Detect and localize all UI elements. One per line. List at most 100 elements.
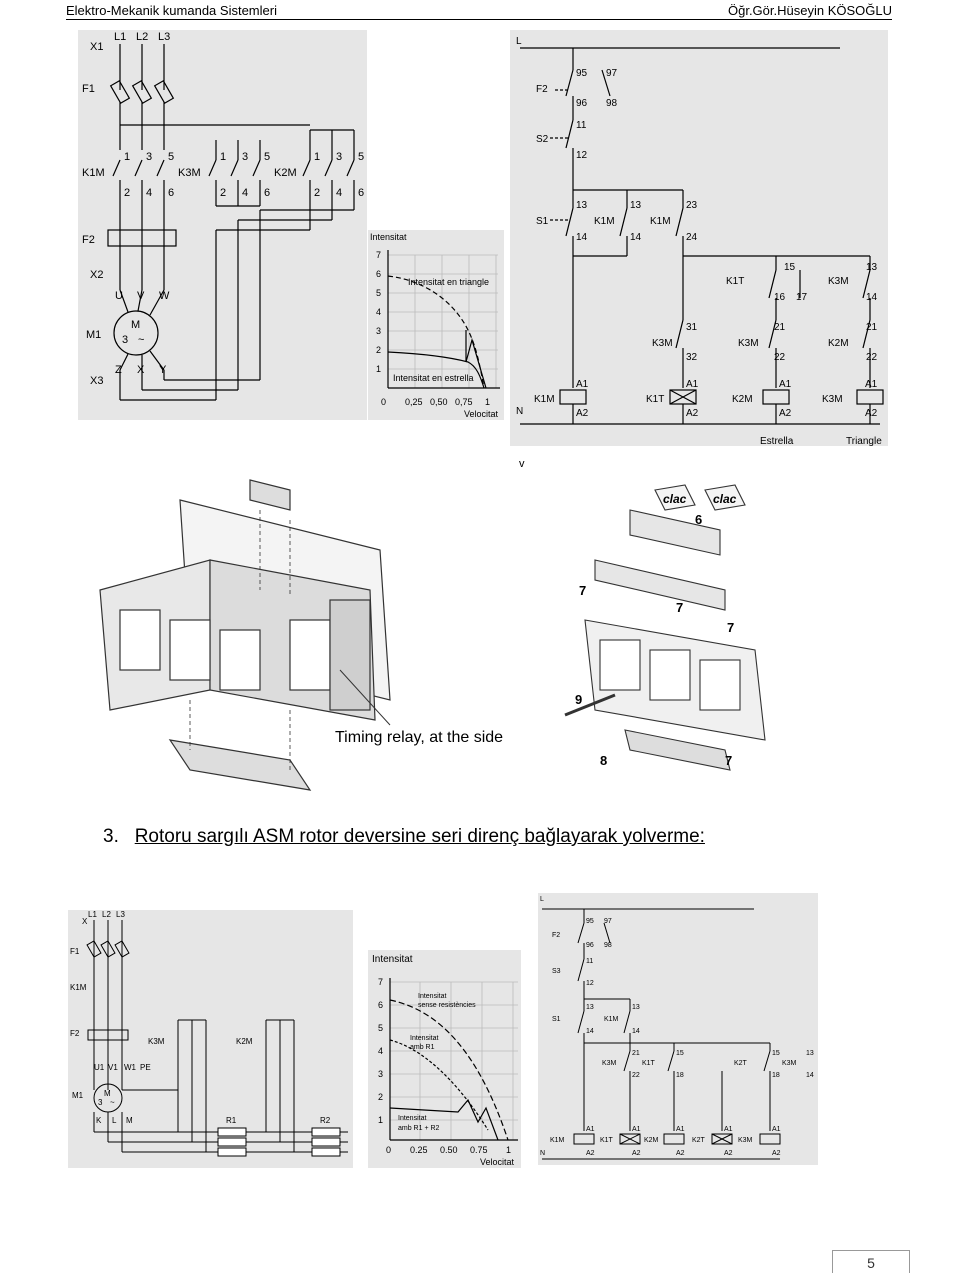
ytick-6: 6 — [376, 269, 381, 279]
bp-r2: R2 — [320, 1116, 331, 1125]
term-x: X — [137, 364, 145, 376]
term-z: Z — [115, 364, 122, 376]
bg-y6: 6 — [378, 1000, 383, 1010]
k1m-c13: 13 — [630, 200, 642, 211]
k1m-t5: 5 — [168, 151, 174, 163]
bg-label-sense-1: Intensitat — [418, 993, 446, 1000]
bp-l1: L1 — [88, 910, 97, 919]
c95: 95 — [576, 68, 588, 79]
c98: 98 — [606, 98, 618, 109]
bp-k1m: K1M — [70, 983, 87, 992]
phase-l3: L3 — [158, 31, 170, 43]
step-7b: 7 — [676, 600, 683, 615]
coil-k3m: K3M — [822, 394, 843, 405]
xtick-050: 0,50 — [430, 397, 448, 407]
label-k3m: K3M — [178, 167, 201, 179]
bc-k2m-a2: A2 — [676, 1150, 685, 1157]
ytick-3: 3 — [376, 326, 381, 336]
c22b: 22 — [866, 352, 878, 363]
bg-label-r12-1: Intensitat — [398, 1115, 426, 1122]
bc-coil-k2t: K2T — [692, 1137, 706, 1144]
bc-k3m-a2: A2 — [772, 1150, 781, 1157]
ctrl-n: N — [516, 406, 523, 417]
c17: 17 — [796, 292, 808, 303]
label-x3: X3 — [90, 375, 103, 387]
bg-label-r12-2: amb R1 + R2 — [398, 1125, 440, 1132]
bp-motor-ac: ~ — [110, 1098, 115, 1107]
motor-m: M — [131, 319, 140, 331]
bc-coil-k1m: K1M — [550, 1137, 565, 1144]
ctrl-l: L — [516, 36, 522, 47]
header-title: Elektro-Mekanik kumanda Sistemleri — [66, 3, 277, 18]
c21a: 21 — [774, 322, 786, 333]
k1m-t1: 1 — [124, 151, 130, 163]
k2m-a2: A2 — [779, 408, 792, 419]
term-w: W — [159, 290, 170, 302]
step-7a: 7 — [579, 583, 586, 598]
motor-phases: 3 — [122, 334, 128, 346]
bp-x: X — [82, 917, 88, 926]
bc-k1t-a2: A2 — [632, 1150, 641, 1157]
ctrl-f2: F2 — [536, 84, 548, 95]
clac-2: clac — [713, 492, 737, 506]
section-title: Rotoru sargılı ASM rotor deversine seri … — [134, 826, 705, 847]
phase-l1: L1 — [114, 31, 126, 43]
bg-label-r1-1: Intensitat — [410, 1035, 438, 1042]
term-v: V — [137, 290, 145, 302]
c23: 23 — [686, 200, 698, 211]
xtick-1: 1 — [485, 397, 490, 407]
k3m-t2: 2 — [220, 187, 226, 199]
bc-k2t-contact: K2T — [734, 1060, 748, 1067]
k2m-t5: 5 — [358, 151, 364, 163]
step-8: 8 — [600, 753, 607, 768]
bc-k1m-hold: K1M — [604, 1016, 619, 1023]
bc-coil-k1t: K1T — [600, 1137, 614, 1144]
star-delta-power-circuit: L1 L2 L3 X1 F1 K1M K3M K2M F2 X2 M1 X3 M… — [78, 30, 367, 420]
c12: 12 — [576, 150, 588, 161]
bc-k2t-a1: A1 — [724, 1126, 733, 1133]
rotor-resistance-control-circuit: L N F2 S3 S1 95 97 96 98 11 12 13 14 13 … — [538, 893, 818, 1165]
bc-k1m-a2: A2 — [586, 1150, 595, 1157]
section-heading: 3. Rotoru sargılı ASM rotor deversine se… — [103, 826, 705, 848]
bc-k1m-a1: A1 — [586, 1126, 595, 1133]
bc-s1-14: 14 — [586, 1028, 594, 1035]
page-number: 5 — [832, 1250, 910, 1273]
bc-k3m-a1: A1 — [772, 1126, 781, 1133]
k3m-t3: 3 — [242, 151, 248, 163]
bc-s3: S3 — [552, 968, 561, 975]
bp-l3: L3 — [116, 910, 125, 919]
bg-y7: 7 — [378, 977, 383, 987]
bp-r1: R1 — [226, 1116, 237, 1125]
contactor-assembly-illustration: Timing relay, at the side — [90, 470, 510, 810]
k2m-a1: A1 — [779, 379, 792, 390]
bp-k3m: K3M — [148, 1037, 165, 1046]
label-x1: X1 — [90, 41, 103, 53]
c24: 24 — [686, 232, 698, 243]
bg-y2: 2 — [378, 1092, 383, 1102]
bc-s1-13: 13 — [586, 1004, 594, 1011]
ytick-2: 2 — [376, 345, 381, 355]
bc-k2m-a1: A1 — [676, 1126, 685, 1133]
bc-k1t-a1: A1 — [632, 1126, 641, 1133]
bc-95: 95 — [586, 918, 594, 925]
k1m-a1: A1 — [576, 379, 589, 390]
bp-k2m: K2M — [236, 1037, 253, 1046]
bc-21: 21 — [632, 1050, 640, 1057]
k2m-t2: 2 — [314, 187, 320, 199]
phase-l2: L2 — [136, 31, 148, 43]
bp-v1: V1 — [108, 1063, 118, 1072]
coil-k2m: K2M — [732, 394, 753, 405]
xtick-0: 0 — [381, 397, 386, 407]
k2m-t4: 4 — [336, 187, 342, 199]
graph-xlabel: Velocitat — [464, 409, 499, 419]
coil-k1t: K1T — [646, 394, 664, 405]
bc-98: 98 — [604, 942, 612, 949]
rotor-resistance-current-graph: Intensitat 7 6 5 4 3 2 1 0 0.25 0.50 0.7… — [368, 950, 521, 1168]
label-triangle-ctrl: Triangle — [846, 436, 882, 446]
k1m-t3: 3 — [146, 151, 152, 163]
k1m-aux-label: K1M — [650, 216, 671, 227]
ytick-4: 4 — [376, 307, 381, 317]
k1m-t4: 4 — [146, 187, 152, 199]
term-y: Y — [159, 364, 167, 376]
step-7d: 7 — [725, 753, 732, 768]
